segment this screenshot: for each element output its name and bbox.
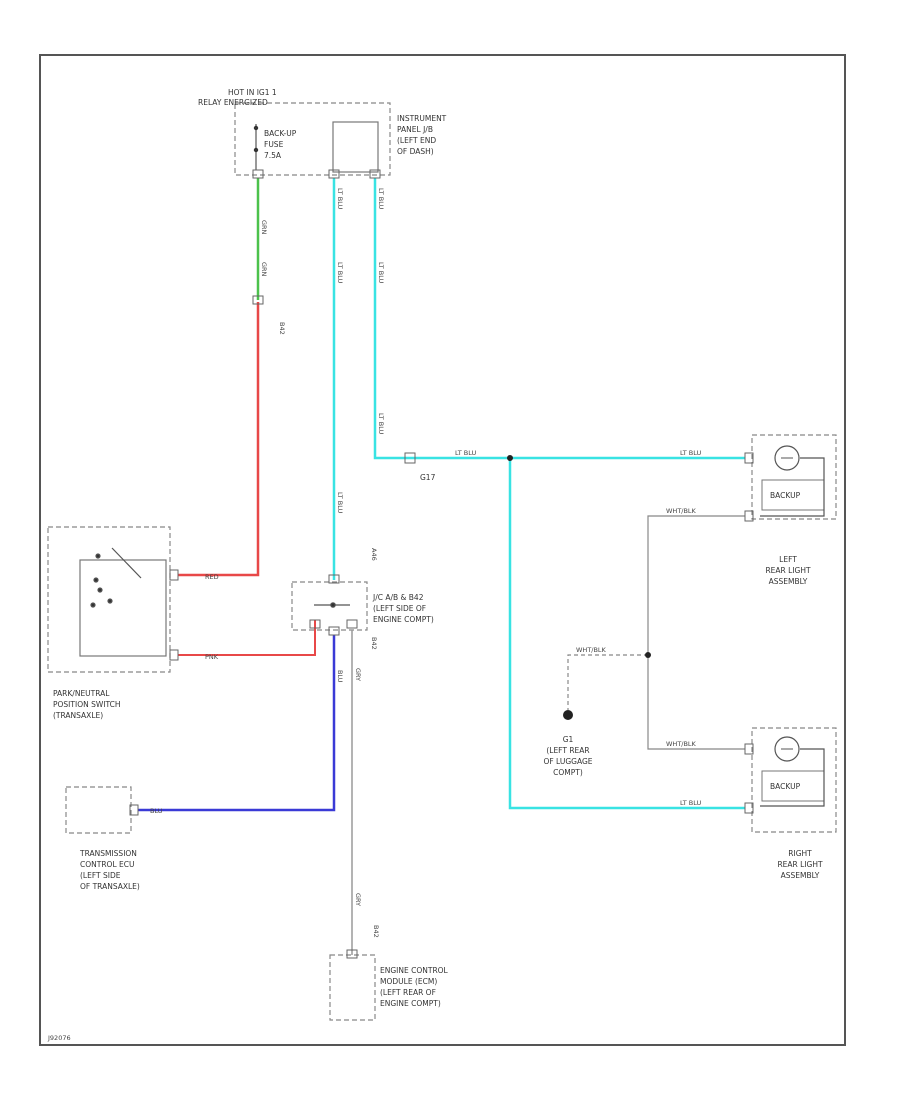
ground-label-3: OF LUGGAGE <box>543 757 592 766</box>
left-rear-label-3: ASSEMBLY <box>769 577 808 586</box>
wire-label-whtblk-2: WHT/BLK <box>576 646 607 654</box>
wire-label-ltblu-5: LT BLU <box>377 262 385 284</box>
wire-label-grn-2: GRN <box>260 262 268 277</box>
junction-connector-box <box>291 581 368 631</box>
wire-label-b42-jc: B42 <box>370 637 378 650</box>
fuse-label-1: BACK-UP <box>264 129 297 138</box>
ipjb-label-1: INSTRUMENT <box>397 114 447 123</box>
ipjb-label-4: OF DASH) <box>397 147 434 156</box>
left-bulb-label: BACKUP <box>770 491 801 500</box>
wire-label-a46: A46 <box>370 548 378 561</box>
ground-label-1: G1 <box>563 735 574 744</box>
wire-blue <box>138 635 336 812</box>
jc-label-3: ENGINE COMPT) <box>373 615 434 624</box>
tcu-label-4: OF TRANSAXLE) <box>80 882 140 891</box>
pnp-label-1: PARK/NEUTRAL <box>53 689 110 698</box>
ecm-label-2: MODULE (ECM) <box>380 977 437 986</box>
wire-label-gry-2: GRY <box>354 893 362 906</box>
wire-label-ltblu-3: LT BLU <box>336 492 344 514</box>
fuse-label-3: 7.5A <box>264 151 282 160</box>
pnp-label-2: POSITION SWITCH <box>53 700 121 709</box>
ipjb-label-2: PANEL J/B <box>397 125 433 134</box>
right-rear-label-3: ASSEMBLY <box>781 871 820 880</box>
wire-label-blu: BLU <box>150 807 163 815</box>
jc-label-2: (LEFT SIDE OF <box>373 604 426 613</box>
bulb-icon <box>761 445 825 511</box>
ipjb-label-3: (LEFT END <box>397 136 436 145</box>
lamp-returns <box>760 457 825 807</box>
ecm-label-3: (LEFT REAR OF <box>380 988 436 997</box>
splice-connector-label: G17 <box>420 473 436 482</box>
ecm-label-1: ENGINE CONTROL <box>380 966 449 975</box>
ground-label-4: COMPT) <box>553 768 583 777</box>
wire-red <box>178 302 260 577</box>
wire-label-ltblu-8: LT BLU <box>680 449 702 457</box>
ground-icon <box>563 710 573 720</box>
splice-point <box>645 652 651 658</box>
fuse-symbol <box>253 124 259 170</box>
left-rear-label-1: LEFT <box>779 555 797 564</box>
wire-label-red: RED <box>205 573 219 581</box>
fuse-label-2: FUSE <box>264 140 284 149</box>
right-rear-label-1: RIGHT <box>788 849 812 858</box>
pnp-label-3: (TRANSAXLE) <box>53 711 103 720</box>
junction-symbol <box>314 602 350 608</box>
wire-label-b42-top: B42 <box>278 322 286 335</box>
wire-label-ltblu-7: LT BLU <box>455 449 477 457</box>
tcu-label-3: (LEFT SIDE <box>80 871 121 880</box>
splice-point <box>507 455 513 461</box>
wire-label-ltblu-2: LT BLU <box>336 262 344 284</box>
wire-label-b42-ecm: B42 <box>372 925 380 938</box>
ecm-box <box>329 954 376 1021</box>
wire-label-gry: GRY <box>354 668 362 681</box>
left-rear-light-box <box>751 434 837 520</box>
bulb-icon <box>761 736 825 802</box>
wire-lt-blu-3 <box>508 458 745 810</box>
connector-marks <box>129 169 754 959</box>
jc-label-1: J/C A/B & B42 <box>372 593 424 602</box>
right-bulb-label: BACKUP <box>770 782 801 791</box>
wire-wht-blk <box>567 515 745 750</box>
ecm-label-4: ENGINE COMPT) <box>380 999 441 1008</box>
switch-symbol <box>79 547 167 657</box>
wire-label-ltblu-6: LT BLU <box>377 413 385 435</box>
wire-label-ltblu-4: LT BLU <box>377 188 385 210</box>
wire-pink <box>178 620 316 656</box>
tcu-label-2: CONTROL ECU <box>80 860 134 869</box>
wire-label-pnk: PNK <box>205 653 219 661</box>
tcu-label-1: TRANSMISSION <box>79 849 137 858</box>
instrument-panel-jb-box <box>332 121 379 173</box>
wire-label-grn: GRN <box>260 220 268 235</box>
wire-label-whtblk-1: WHT/BLK <box>666 507 697 515</box>
wire-label-whtblk-3: WHT/BLK <box>666 740 697 748</box>
right-rear-label-2: REAR LIGHT <box>777 860 823 869</box>
footer-code: J92076 <box>47 1034 71 1042</box>
wire-label-ltblu-9: LT BLU <box>680 799 702 807</box>
tcu-box <box>65 786 132 834</box>
hot-label-1: HOT IN IG1 1 <box>228 88 277 97</box>
hot-relay-box <box>234 102 391 176</box>
right-rear-light-box <box>751 727 837 833</box>
hot-label-2: RELAY ENERGIZED <box>198 98 268 107</box>
wire-label-blu-vert: BLU <box>336 670 344 683</box>
left-rear-label-2: REAR LIGHT <box>765 566 811 575</box>
wire-label-ltblu-1: LT BLU <box>336 188 344 210</box>
ground-label-2: (LEFT REAR <box>546 746 589 755</box>
wire-lt-blu-2 <box>373 178 745 460</box>
diagram-border <box>39 54 846 1046</box>
park-neutral-switch-box <box>47 526 171 673</box>
